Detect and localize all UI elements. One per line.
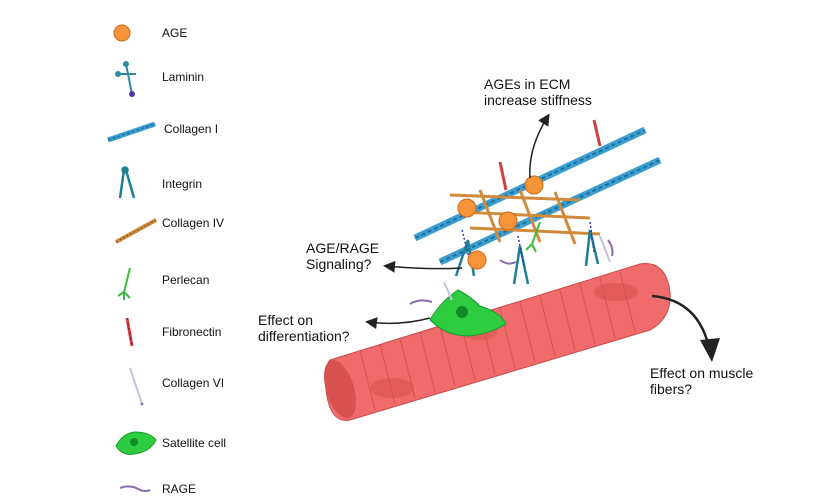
laminin-chains (461, 221, 595, 267)
collagen-i-fibers (413, 126, 662, 266)
legend-label-collagen-iv: Collagen IV (162, 216, 225, 230)
perlecan-molecule (525, 221, 541, 253)
differentiation-arrow (365, 317, 431, 330)
legend-label-rage: RAGE (162, 482, 197, 496)
satellite-cell-legend-icon (115, 431, 157, 455)
age-legend-icon (113, 24, 131, 42)
collagen-vi-legend-icon (129, 367, 144, 406)
age-particle (524, 175, 544, 195)
satellite-cell (429, 289, 507, 337)
legend-label-age: AGE (162, 26, 188, 40)
legend-label-perlecan: Perlecan (162, 273, 210, 287)
legend-label-integrin: Integrin (162, 177, 203, 191)
age-particle (457, 198, 477, 218)
age-particle (498, 211, 518, 231)
integrin-legend-icon (118, 166, 136, 199)
rage-receptors (409, 239, 614, 305)
age-rage-arrow (383, 260, 463, 273)
muscle-fiber (323, 263, 671, 421)
collagen-iv-legend-icon (115, 218, 157, 244)
collagen-vi-fibers (443, 235, 611, 301)
annotation-differentiation: Effect on differentiation? (258, 312, 350, 344)
annotation-age-rage: AGE/RAGE Signaling? (306, 240, 380, 272)
legend-label-fibronectin: Fibronectin (162, 325, 222, 339)
collagen-i-legend-icon (107, 121, 156, 143)
legend-label-collagen-i: Collagen I (164, 122, 219, 136)
annotation-ages-stiffness: AGEs in ECM increase stiffness (484, 76, 592, 108)
fibronectin-fibers (498, 119, 602, 191)
age-particle (467, 250, 487, 270)
muscle-effect-arrowhead (700, 338, 720, 362)
legend-label-laminin: Laminin (162, 70, 205, 84)
legend-label-collagen-vi: Collagen VI (162, 376, 225, 390)
stiffness-arrow (529, 113, 550, 179)
fibronectin-legend-icon (125, 317, 134, 347)
collagen-iv-network (449, 189, 601, 245)
rage-legend-icon (119, 485, 151, 492)
annotation-muscle: Effect on muscle fibers? (650, 365, 754, 397)
perlecan-legend-icon (117, 267, 131, 300)
age-particles (457, 175, 544, 270)
legend-label-satellite-cell: Satellite cell (162, 436, 227, 450)
laminin-legend-icon (115, 61, 136, 97)
